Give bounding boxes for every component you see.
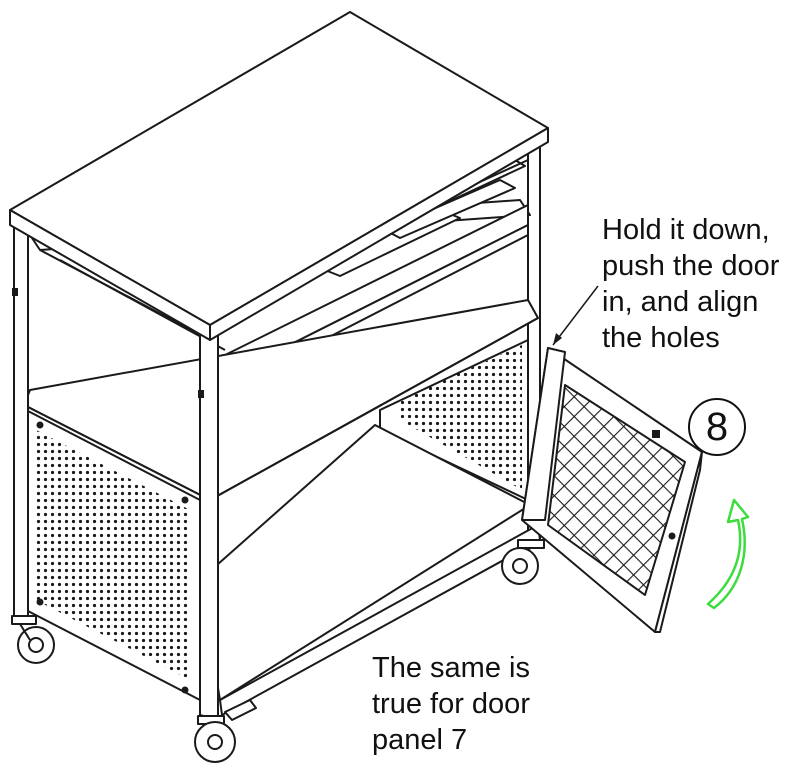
front-right-leg bbox=[198, 319, 219, 721]
instruction-line: Hold it down, bbox=[602, 214, 770, 246]
curved-arrow-up-icon bbox=[706, 498, 750, 610]
step-number-badge: 8 bbox=[688, 398, 746, 456]
left-side-panel bbox=[25, 409, 201, 701]
instruction-note-hold-door: Hold it down, push the door in, and alig… bbox=[602, 212, 779, 356]
mesh-door bbox=[521, 347, 703, 633]
caster-front-right bbox=[194, 699, 257, 763]
instruction-line: panel 7 bbox=[372, 724, 468, 756]
instruction-note-door-panel-7: The same is true for door panel 7 bbox=[372, 650, 530, 758]
caster-back-right bbox=[501, 539, 545, 585]
instruction-line: in, and align bbox=[602, 286, 759, 318]
caster-front-left bbox=[11, 615, 55, 664]
instruction-line: the holes bbox=[602, 322, 720, 354]
instruction-line: The same is bbox=[372, 652, 530, 684]
instruction-line: push the door bbox=[602, 250, 780, 282]
tabletop bbox=[9, 11, 549, 341]
instruction-line: true for door bbox=[372, 688, 530, 720]
front-left-leg bbox=[12, 214, 29, 621]
leader-line bbox=[552, 285, 599, 346]
